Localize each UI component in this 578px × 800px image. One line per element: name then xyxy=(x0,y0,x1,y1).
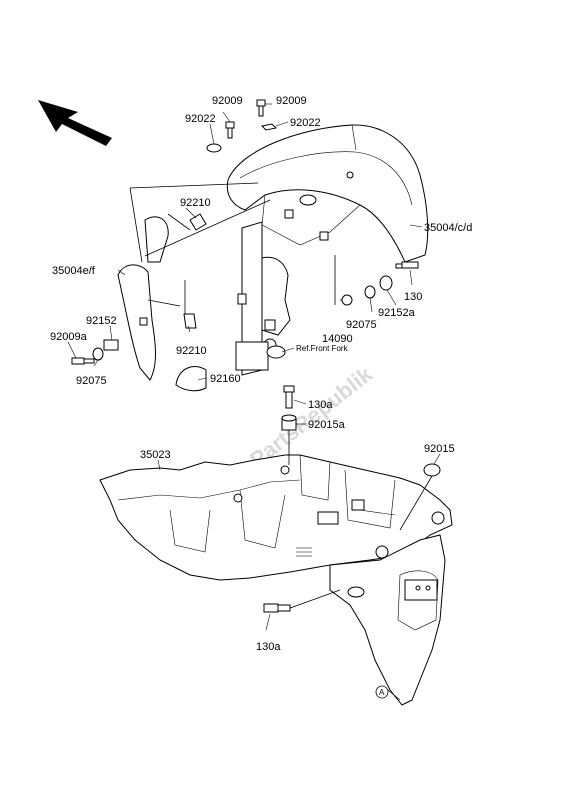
grommet-92015a xyxy=(281,414,297,431)
callout-92015: 92015 xyxy=(424,443,455,455)
callout-14090: 14090 xyxy=(322,333,353,345)
bolt-130a-top xyxy=(283,385,295,409)
callout-92210-bottom: 92210 xyxy=(176,345,207,357)
callout-92009-left: 92009 xyxy=(212,95,243,107)
callout-130a-top: 130a xyxy=(308,399,333,411)
washer-92152a xyxy=(379,275,393,291)
callout-92152: 92152 xyxy=(86,315,117,327)
callout-92009a: 92009a xyxy=(50,331,88,343)
washer-92075-left xyxy=(92,347,104,361)
bolt-92009a xyxy=(71,357,95,365)
grommet-92015 xyxy=(423,463,441,477)
bolt-130 xyxy=(395,261,419,269)
callout-92015a: 92015a xyxy=(308,419,346,431)
bolt-130a-bottom xyxy=(263,603,291,613)
rear-mudguard-flap xyxy=(329,534,446,706)
cap-14090 xyxy=(266,345,286,359)
callout-92210-top: 92210 xyxy=(180,197,211,209)
callout-a-marker: A xyxy=(375,685,389,699)
clip-92210-top xyxy=(189,213,207,231)
callout-92009-right: 92009 xyxy=(276,95,307,107)
washer-92022-left xyxy=(206,143,222,153)
callout-130: 130 xyxy=(404,291,422,303)
clip-92210-bottom xyxy=(183,313,197,329)
watermark-text: PartsRepublik xyxy=(245,361,378,472)
collar-92152 xyxy=(103,339,119,351)
callout-92075-left: 92075 xyxy=(76,375,107,387)
fender-flap-left xyxy=(117,216,169,381)
callout-92160: 92160 xyxy=(210,373,241,385)
callout-92152a: 92152a xyxy=(378,307,416,319)
callout-92022-right: 92022 xyxy=(290,117,321,129)
bolt-92009-right xyxy=(256,99,266,117)
front-fork-reference xyxy=(235,221,291,376)
callout-130a-bottom: 130a xyxy=(256,641,281,653)
callout-35004ef: 35004e/f xyxy=(52,265,96,277)
front-fender xyxy=(226,124,429,263)
callout-35004cd: 35004/c/d xyxy=(424,222,472,234)
reference-note: Ref.Front Fork xyxy=(296,344,349,353)
front-direction-arrow-icon xyxy=(38,100,112,146)
washer-92075-right xyxy=(364,285,376,299)
bolt-92009-left xyxy=(225,121,235,139)
cover-92160 xyxy=(175,366,207,392)
callout-35023: 35023 xyxy=(140,449,171,461)
washer-92022-right xyxy=(260,123,278,131)
callout-92075-right: 92075 xyxy=(346,319,377,331)
callout-92022-left: 92022 xyxy=(185,113,216,125)
callout-a: A xyxy=(379,688,385,697)
washer-left-small xyxy=(341,294,353,306)
rear-fender-35023 xyxy=(99,454,453,581)
